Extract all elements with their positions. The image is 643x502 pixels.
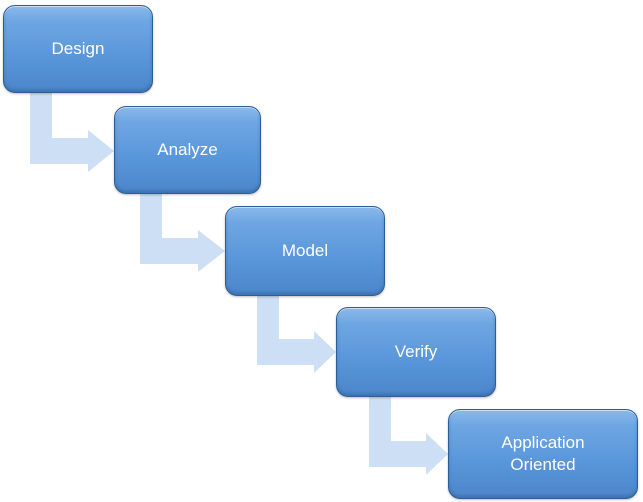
arrow-design-to-analyze [30, 93, 114, 172]
step-label: Design [51, 39, 105, 58]
step-analyze: Analyze [114, 106, 261, 194]
step-label: Model [281, 241, 329, 260]
step-design: Design [3, 5, 153, 93]
step-verify: Verify [336, 307, 496, 397]
arrow-verify-to-application [369, 397, 448, 475]
arrow-model-to-verify [257, 296, 336, 373]
step-model: Model [225, 206, 385, 296]
step-label: Verify [394, 342, 438, 361]
step-label: Analyze [157, 140, 218, 159]
step-application-oriented: Application Oriented [448, 409, 638, 499]
arrow-analyze-to-model [140, 194, 225, 272]
step-label: Application Oriented [501, 433, 585, 474]
